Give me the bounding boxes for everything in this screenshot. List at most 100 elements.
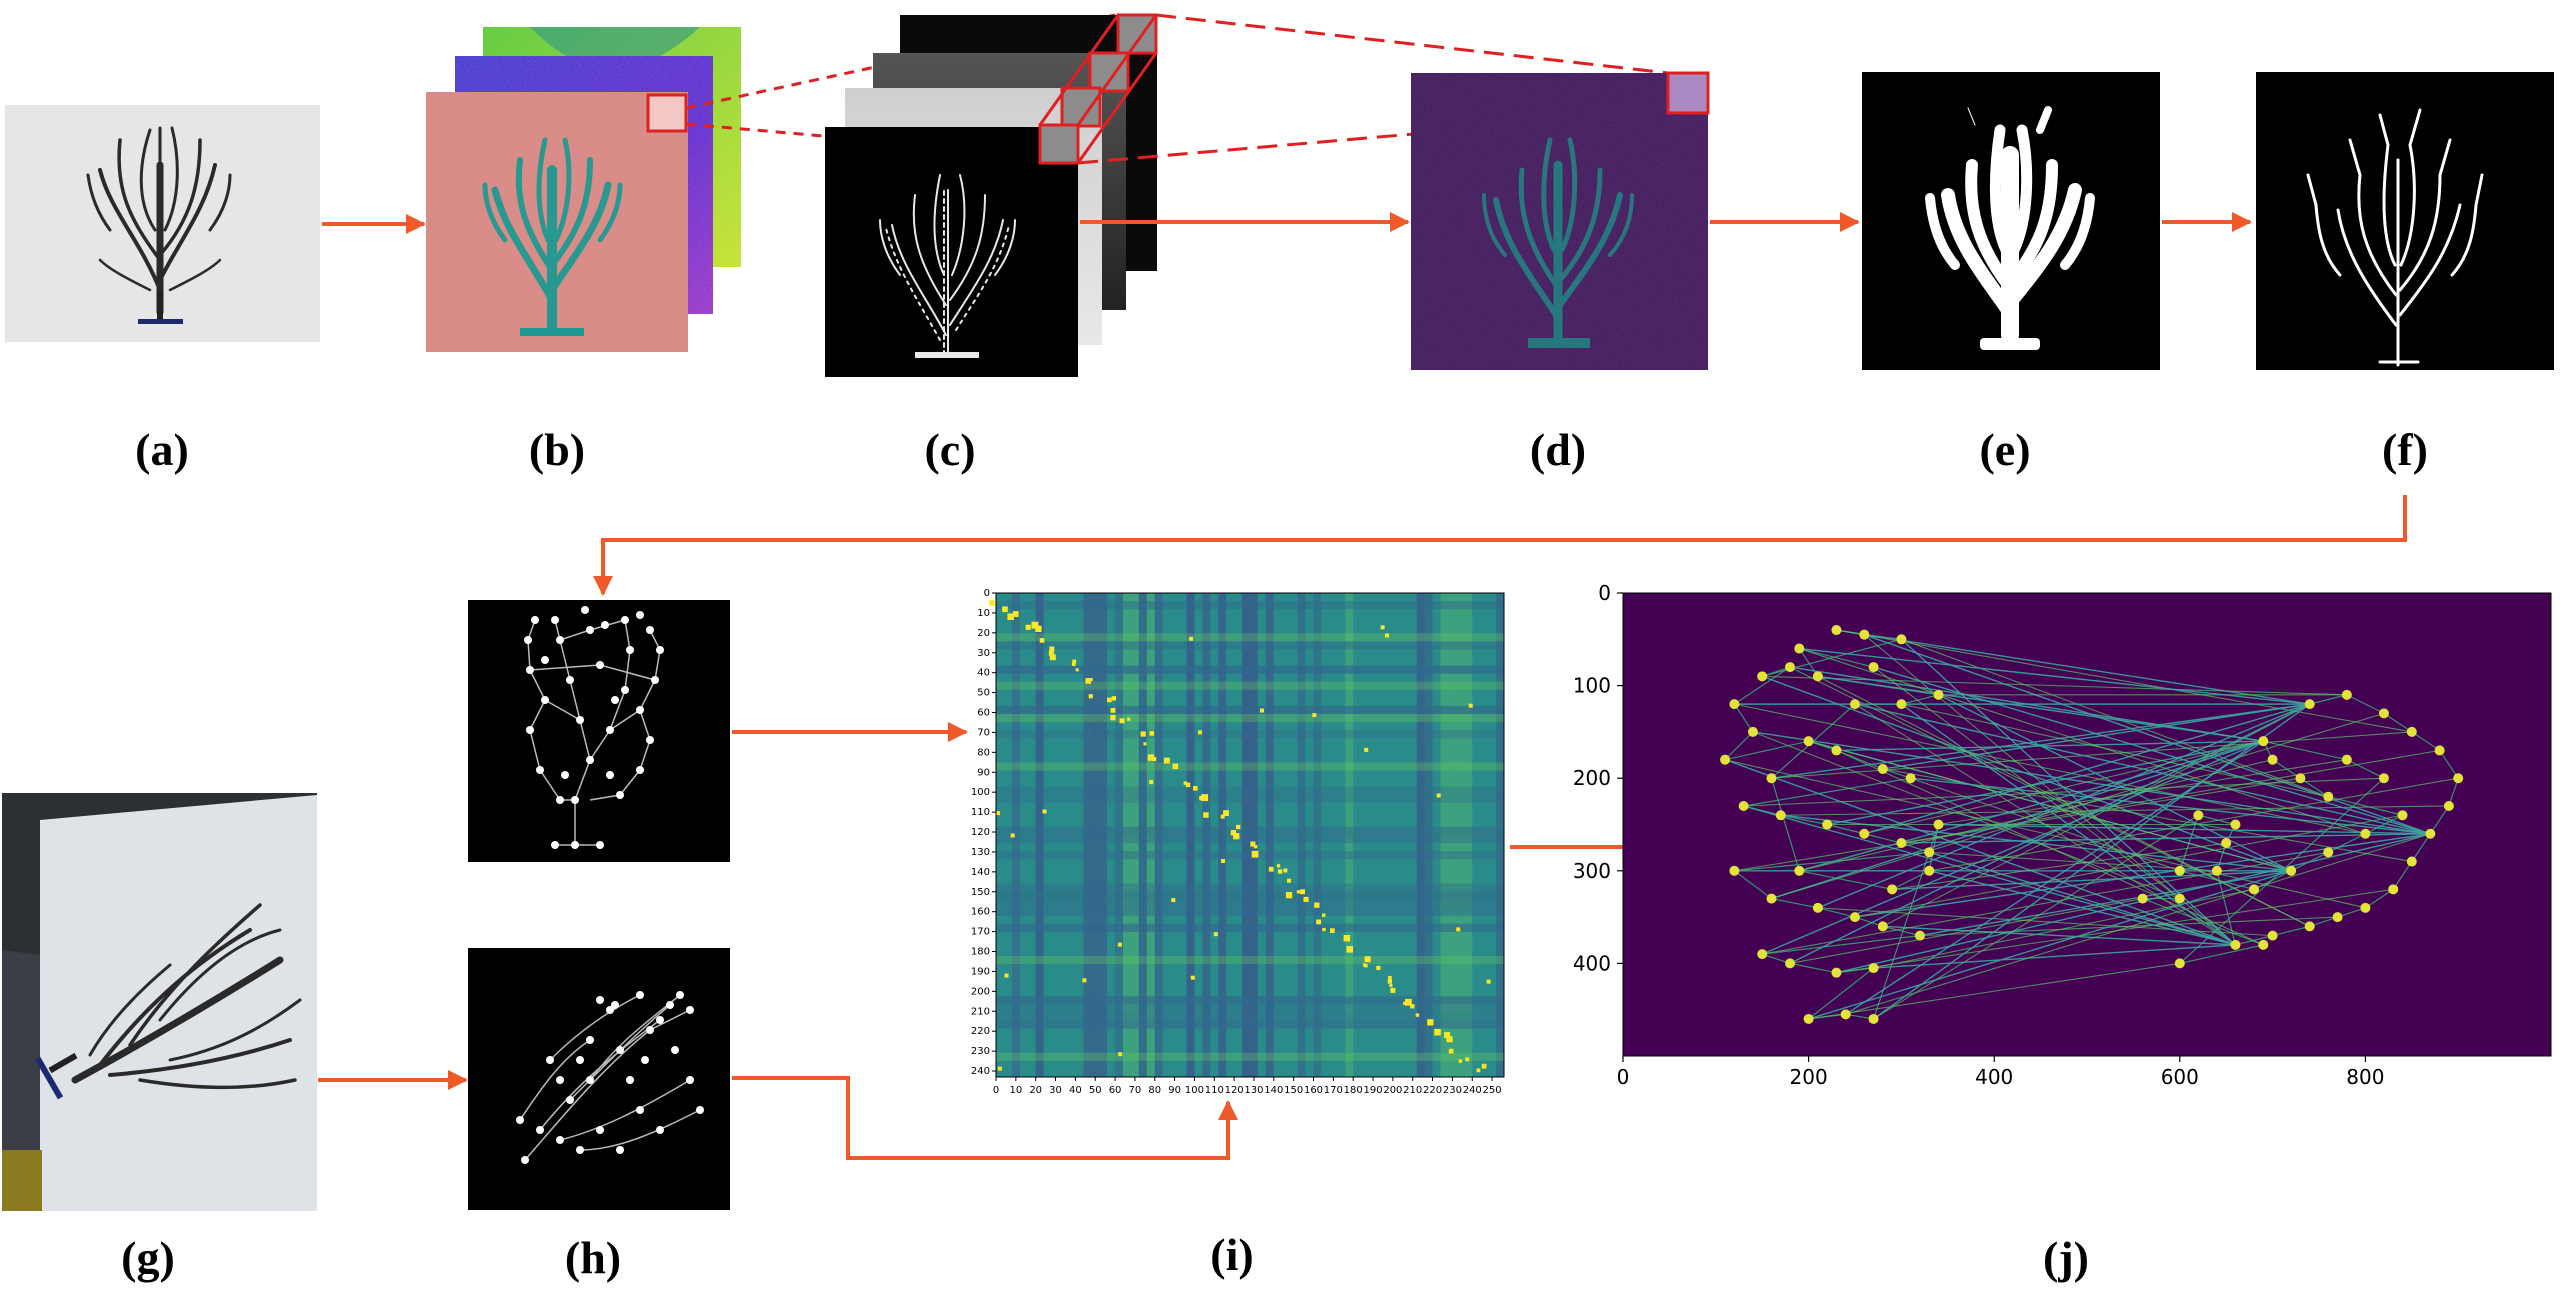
j-ytick: 200: [1573, 766, 1611, 790]
graph-node-point: [2249, 884, 2260, 895]
graph-node-point: [1933, 689, 1944, 700]
graph-node-point: [2341, 754, 2352, 765]
graph-node-point: [1896, 634, 1907, 645]
graph-node-point: [1877, 921, 1888, 932]
graph-node-point: [1785, 662, 1796, 673]
graph-node-point: [1933, 819, 1944, 830]
heatmap-ytick: 130: [971, 847, 990, 858]
graph-node-point: [2267, 930, 2278, 941]
graph-node-point: [2406, 726, 2417, 737]
graph-node-point: [1757, 671, 1768, 682]
heatmap-ytick: 10: [977, 608, 990, 619]
graph-node-point: [2304, 699, 2315, 710]
graph-node-point: [1757, 949, 1768, 960]
panel-a-label: (a): [135, 424, 189, 475]
graph-node-point: [1924, 865, 1935, 876]
graph-node-point: [2332, 912, 2343, 923]
graph-node-point: [1747, 726, 1758, 737]
panel-b-label: (b): [529, 424, 585, 475]
panel-g-photo: [2, 793, 317, 1211]
graph-node-point: [1831, 625, 1842, 636]
match-nodes: [1720, 625, 2464, 1024]
panel-c-feature-stack: [825, 13, 1158, 377]
heatmap-xtick: 170: [1324, 1085, 1343, 1096]
heatmap-xtick: 130: [1244, 1085, 1263, 1096]
heatmap-ytick: 70: [977, 727, 990, 738]
panel-h-label: (h): [565, 1232, 621, 1283]
panel-g-label: (g): [121, 1232, 175, 1283]
heatmap-ytick: 200: [971, 986, 990, 997]
graph-node-point: [1729, 699, 1740, 710]
heatmap-ytick: 230: [971, 1046, 990, 1057]
heatmap-xtick: 140: [1264, 1085, 1283, 1096]
graph-node-point: [1896, 699, 1907, 710]
heatmap-xtick: 60: [1109, 1085, 1122, 1096]
graph-node-point: [2323, 847, 2334, 858]
heatmap-xtick: 240: [1463, 1085, 1482, 1096]
panel-h-graph-top: [468, 600, 730, 862]
heatmap-xtick: 180: [1344, 1085, 1363, 1096]
j-xtick: 400: [1975, 1065, 2013, 1089]
graph-node-point: [1859, 629, 1870, 640]
heatmap-ytick: 210: [971, 1006, 990, 1017]
graph-node-point: [1766, 773, 1777, 784]
graph-node-point: [2230, 819, 2241, 830]
heatmap-xtick: 220: [1423, 1085, 1442, 1096]
graph-node-point: [2267, 754, 2278, 765]
graph-node-point: [2221, 838, 2232, 849]
panel-b-channel-stack: [426, 27, 741, 352]
graph-node-point: [2193, 810, 2204, 821]
graph-node-point: [1868, 1013, 1879, 1024]
panel-d-fused-map: [1411, 71, 1710, 370]
panel-e-segmentation: [1862, 72, 2160, 370]
panel-e-label: (e): [1979, 424, 2030, 475]
heatmap-xtick: 110: [1205, 1085, 1224, 1096]
j-xtick: 800: [2346, 1065, 2384, 1089]
panel-c-label: (c): [924, 424, 975, 475]
graph-node-point: [1794, 643, 1805, 654]
heatmap-xtick: 80: [1148, 1085, 1161, 1096]
graph-node-point: [1868, 963, 1879, 974]
heatmap-xtick: 190: [1363, 1085, 1382, 1096]
graph-node-point: [1803, 736, 1814, 747]
graph-node-point: [2397, 810, 2408, 821]
graph-node-point: [1896, 838, 1907, 849]
graph-node-point: [1766, 893, 1777, 904]
panel-a-photo: [5, 105, 320, 342]
graph-node-point: [2443, 800, 2454, 811]
heatmap-xtick: 0: [993, 1085, 999, 1096]
graph-node-point: [2174, 893, 2185, 904]
graph-node-point: [1924, 847, 1935, 858]
j-xtick: 0: [1617, 1065, 1630, 1089]
heatmap-xtick: 10: [1009, 1085, 1022, 1096]
graph-node-point: [1914, 930, 1925, 941]
graph-node-point: [1803, 1013, 1814, 1024]
heatmap-xtick: 120: [1225, 1085, 1244, 1096]
heatmap-ytick: 190: [971, 966, 990, 977]
heatmap-ytick: 90: [977, 767, 990, 778]
panel-d-label: (d): [1530, 424, 1586, 475]
graph-node-point: [1812, 902, 1823, 913]
panel-j-label: (j): [2043, 1232, 2089, 1283]
heatmap-ytick: 20: [977, 628, 990, 639]
heatmap-ytick: 170: [971, 927, 990, 938]
j-xtick: 600: [2161, 1065, 2199, 1089]
heatmap-ytick: 220: [971, 1026, 990, 1037]
j-xtick: 200: [1790, 1065, 1828, 1089]
graph-node-point: [1831, 967, 1842, 978]
heatmap-xtick: 230: [1443, 1085, 1462, 1096]
graph-node-point: [1905, 773, 1916, 784]
panel-f-skeleton: [2256, 72, 2554, 370]
heatmap-ytick: 160: [971, 907, 990, 918]
heatmap-xtick: 160: [1304, 1085, 1323, 1096]
heatmap-ytick: 120: [971, 827, 990, 838]
heatmap-ytick: 180: [971, 947, 990, 958]
heatmap-ytick: 150: [971, 887, 990, 898]
heatmap-xtick: 250: [1483, 1085, 1502, 1096]
graph-node-point: [1785, 958, 1796, 969]
panel-i-label: (i): [1210, 1229, 1253, 1280]
graph-node-point: [1775, 810, 1786, 821]
